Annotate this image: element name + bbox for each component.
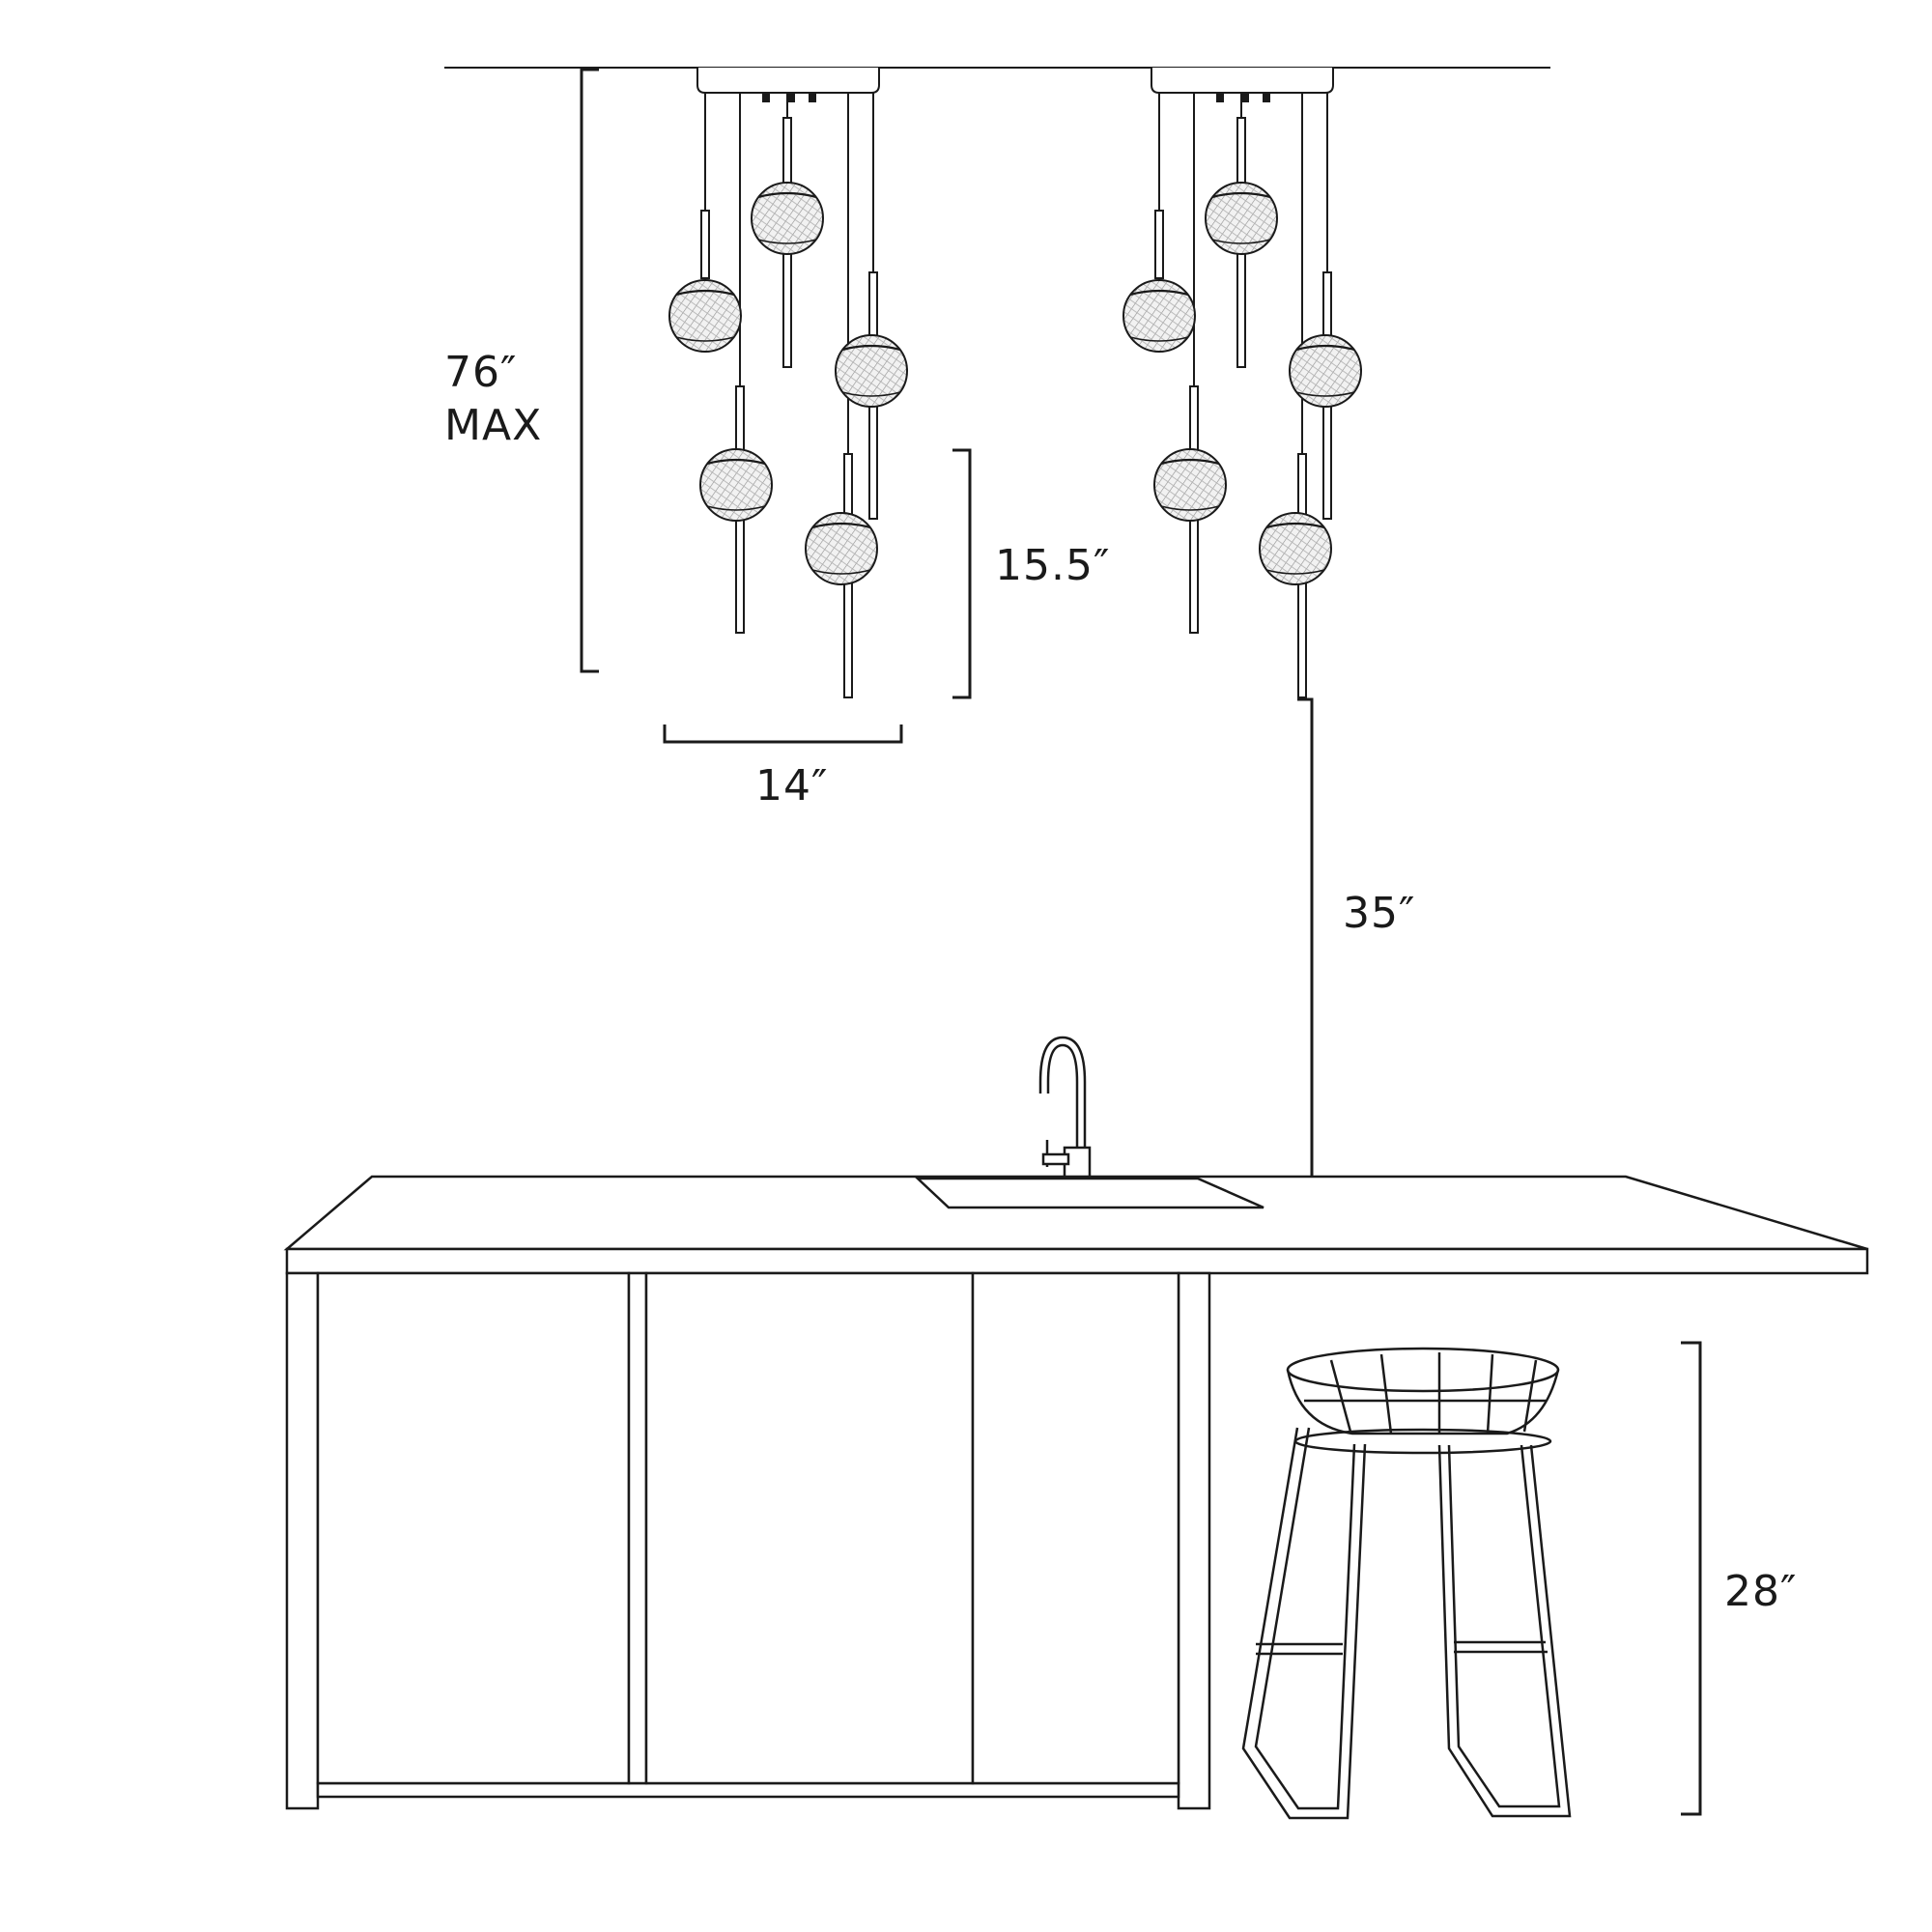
stool-height-label: 28″ [1724,1567,1798,1616]
globe-shade [668,278,743,354]
bottom-rail [316,1781,1180,1799]
ceiling-canopy [696,68,880,94]
kitchen-island [283,1036,1869,1810]
clearance-bracket [1297,697,1314,1248]
left-leg [285,1271,320,1810]
globe-shade [834,333,909,409]
countertop-edge [285,1247,1869,1275]
overall-height-value: 76″ [444,348,518,397]
cabinet-door [971,1271,1180,1785]
globe-shade [1122,278,1197,354]
sink-basin [914,1177,1264,1209]
globe-shade [804,511,879,586]
globe-shade [1288,333,1363,409]
stool-height-bracket [1681,1341,1702,1816]
globe-shade [1152,447,1228,523]
cluster-width-bracket [663,724,903,744]
globe-shade [1204,181,1279,256]
counter-clearance-label: 35″ [1343,889,1416,938]
overall-height-bracket [580,68,599,673]
overall-height-label: 76″ MAX [444,346,542,452]
cabinet-divider [627,1271,648,1785]
pendant-cluster-left [668,68,909,698]
cabinet-door [644,1271,975,1785]
cluster-height-label: 15.5″ [995,541,1111,590]
bar-stool [1241,1347,1572,1820]
right-leg [1177,1271,1211,1810]
overall-height-note: MAX [444,401,543,450]
cluster-height-bracket [952,448,972,699]
globe-shade [1258,511,1333,586]
cabinet-door [316,1271,631,1785]
cluster-width-label: 14″ [755,761,829,810]
pendant-cluster-right [1122,68,1363,698]
faucet [1038,1036,1092,1179]
globe-shade [698,447,774,523]
globe-shade [750,181,825,256]
ceiling-canopy [1151,68,1334,94]
